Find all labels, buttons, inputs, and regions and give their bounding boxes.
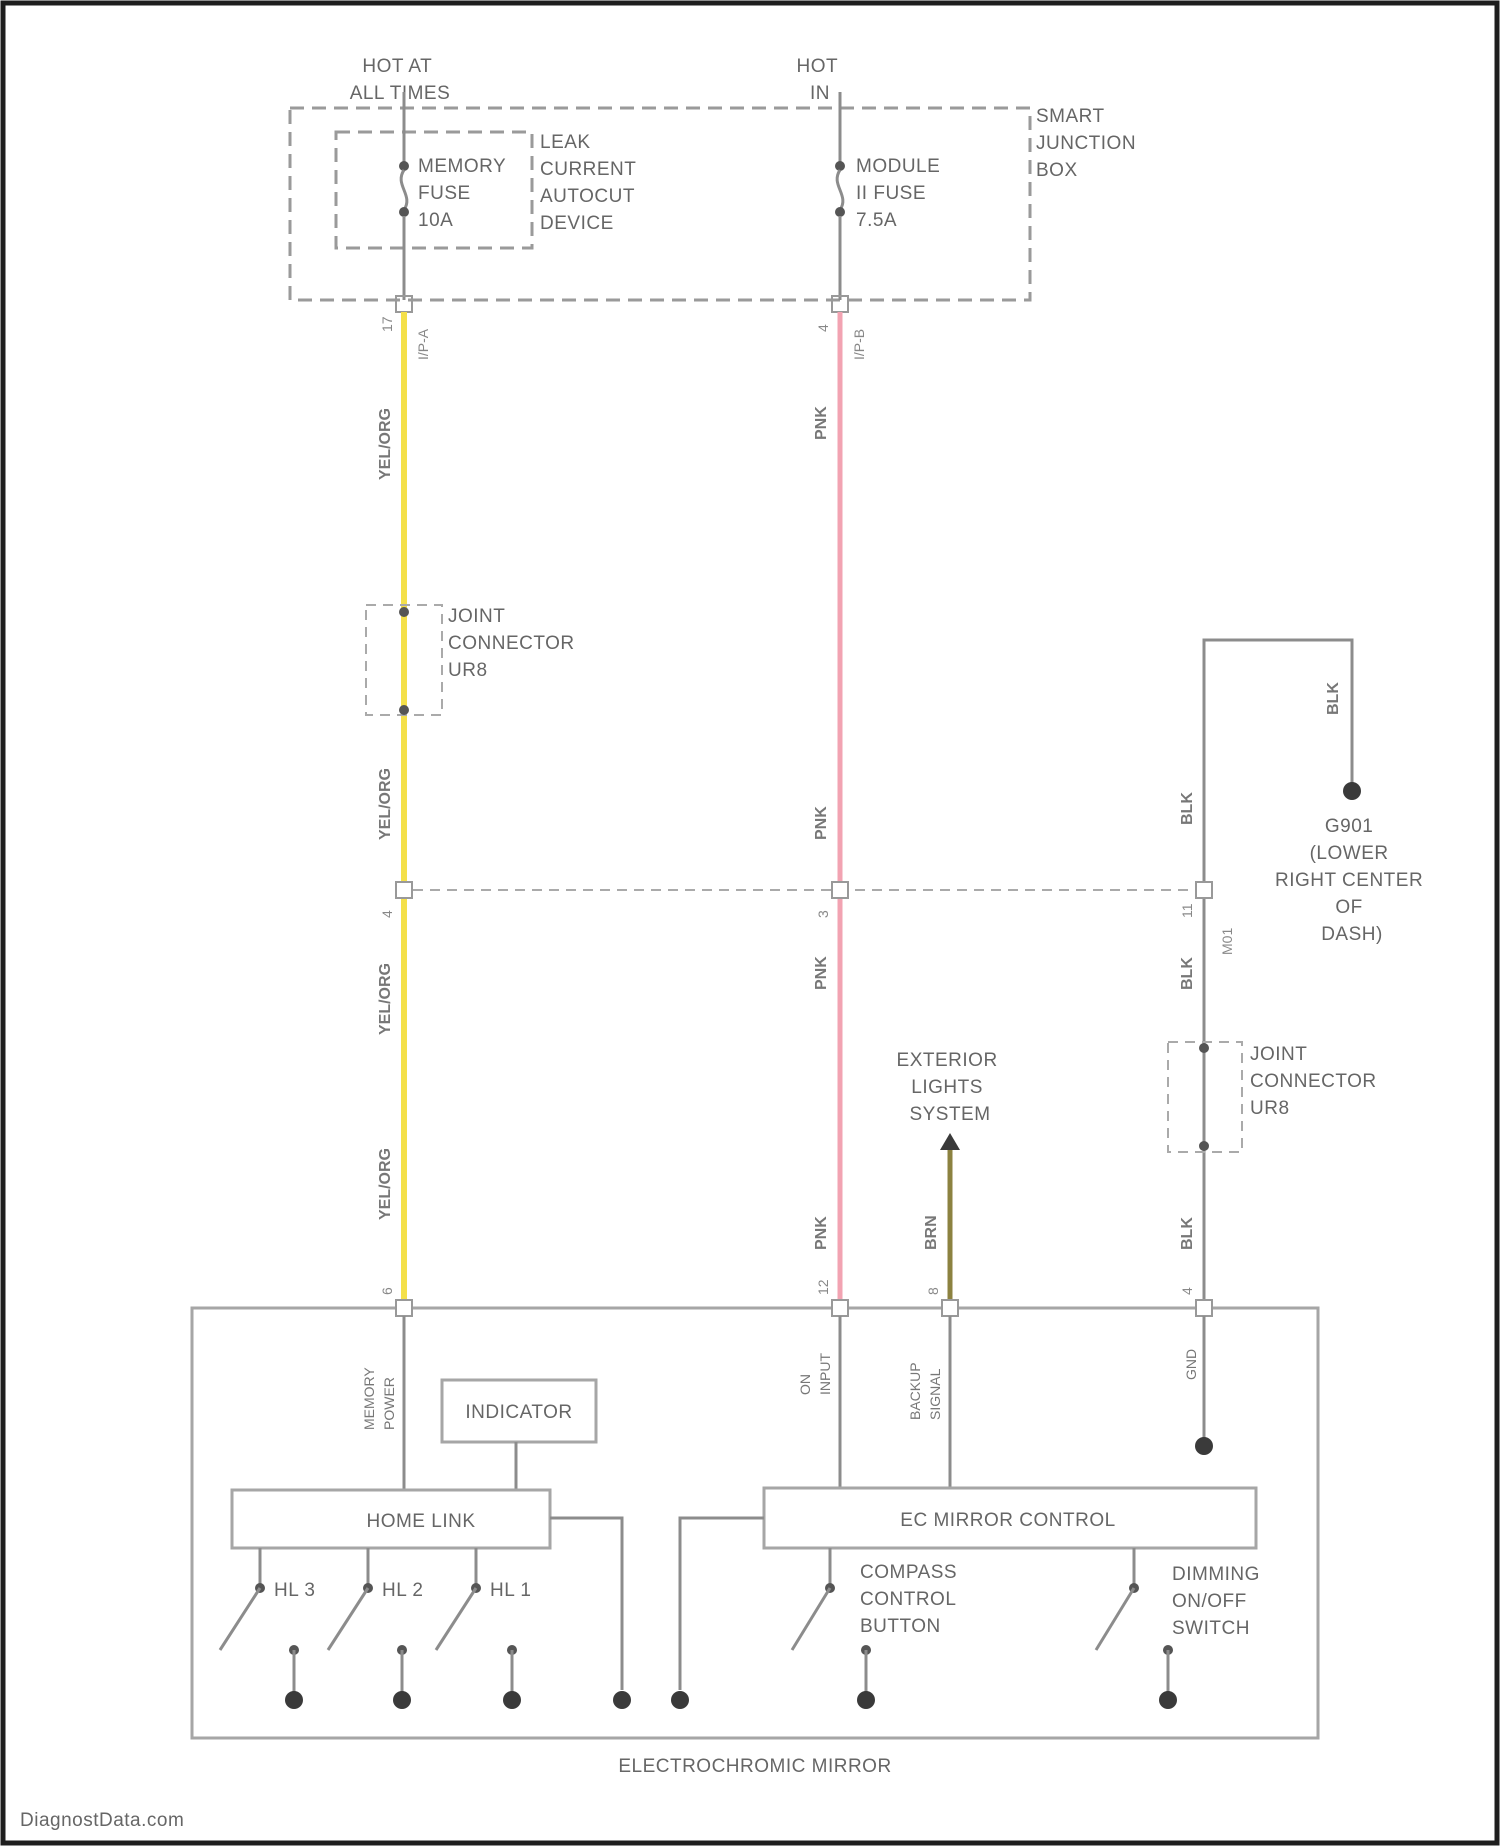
pin-label: M01: [1219, 928, 1235, 955]
mirror-connector-pin-4: [1196, 1300, 1212, 1316]
wire-label-blk-2: BLK: [1179, 792, 1196, 825]
module-fuse-terminal-top: [835, 161, 845, 171]
exterior-lights-label: EXTERIOR LIGHTS SYSTEM: [897, 1050, 1004, 1125]
home-link-ground-point: [613, 1691, 631, 1709]
hl1-switch-blade: [436, 1588, 476, 1650]
module-fuse-symbol: [837, 170, 843, 210]
memory-fuse-terminal-top: [399, 161, 409, 171]
smart-junction-box: [290, 108, 1030, 300]
hl2-ground-point: [393, 1691, 411, 1709]
wire-label-brn: BRN: [923, 1215, 940, 1250]
backup-signal-label: BACKUP: [907, 1362, 923, 1420]
gnd-label: GND: [1183, 1349, 1199, 1380]
indicator-label: INDICATOR: [465, 1402, 572, 1423]
connector-pnk-mid: [832, 882, 848, 898]
hl2-label: HL 2: [382, 1580, 423, 1601]
joint-connector-1-pin-top: [399, 607, 409, 617]
dimming-switch-label: DIMMING ON/OFF SWITCH: [1172, 1564, 1266, 1639]
ec-control-ground-point: [671, 1691, 689, 1709]
mirror-connector-pin-12: [832, 1300, 848, 1316]
pin-label: 11: [1179, 903, 1195, 918]
wire-label-yel-org-2: YEL/ORG: [377, 768, 394, 840]
ground-g901-label: G901 (LOWER RIGHT CENTER OF DASH): [1275, 816, 1429, 945]
ground-g901-point: [1343, 782, 1361, 800]
module-fuse-terminal-bottom: [835, 207, 845, 217]
hl1-label: HL 1: [490, 1580, 531, 1601]
gnd-internal-ground-point: [1195, 1437, 1213, 1455]
pin-label: 4: [379, 910, 395, 918]
leak-current-autocut-label: LEAK CURRENT AUTOCUT DEVICE: [540, 132, 642, 234]
hl2-switch-blade: [328, 1588, 368, 1650]
module-fuse-label: MODULE II FUSE 7.5A: [856, 156, 946, 231]
hot-in-label: HOT IN: [796, 56, 843, 104]
wire-blk: [1204, 640, 1352, 1305]
memory-fuse-label: MEMORY FUSE 10A: [418, 156, 512, 231]
wire-label-pnk-1: PNK: [813, 406, 830, 440]
wire-label-pnk-4: PNK: [813, 1216, 830, 1250]
exterior-lights-arrow-icon: [940, 1133, 960, 1150]
memory-fuse-symbol: [401, 170, 407, 210]
ec-control-ground-wire: [680, 1518, 764, 1690]
connector-blk-mid: [1196, 882, 1212, 898]
on-input-label-line2: INPUT: [817, 1353, 833, 1395]
pin-label: 4: [815, 324, 831, 332]
wire-label-blk-4: BLK: [1179, 1217, 1196, 1250]
hl3-label: HL 3: [274, 1580, 315, 1601]
pin-label: 17: [379, 316, 395, 332]
wire-label-blk-3: BLK: [1179, 957, 1196, 990]
compass-button-blade: [792, 1588, 830, 1650]
watermark: DiagnostData.com: [20, 1810, 184, 1831]
memory-power-label: MEMORY: [361, 1367, 377, 1430]
pin-label: 6: [379, 1287, 395, 1295]
pin-label: 8: [925, 1287, 941, 1295]
joint-connector-1-label: JOINT CONNECTOR UR8: [448, 606, 580, 681]
joint-connector-2-pin-top: [1199, 1043, 1209, 1053]
wire-label-pnk-3: PNK: [813, 956, 830, 990]
dimming-switch-ground-point: [1159, 1691, 1177, 1709]
hl3-ground-point: [285, 1691, 303, 1709]
hl1-ground-point: [503, 1691, 521, 1709]
compass-button-ground-point: [857, 1691, 875, 1709]
wire-label-yel-org-1: YEL/ORG: [377, 408, 394, 480]
pin-label: I/P-A: [415, 328, 431, 360]
wire-label-pnk-2: PNK: [813, 806, 830, 840]
wire-label-blk-1: BLK: [1325, 682, 1342, 715]
compass-button-label: COMPASS CONTROL BUTTON: [860, 1562, 963, 1637]
mirror-connector-pin-8: [942, 1300, 958, 1316]
home-link-ground-wire: [550, 1518, 622, 1690]
diagram-frame: [3, 3, 1497, 1843]
ec-mirror-control-label: EC MIRROR CONTROL: [900, 1510, 1115, 1531]
hot-at-all-times-label: HOT AT ALL TIMES: [350, 56, 451, 104]
wire-label-yel-org-3: YEL/ORG: [377, 963, 394, 1035]
home-link-label: HOME LINK: [366, 1511, 475, 1532]
memory-fuse-terminal-bottom: [399, 207, 409, 217]
backup-signal-label-line2: SIGNAL: [927, 1368, 943, 1420]
on-input-label: ON: [797, 1374, 813, 1395]
pin-label: 3: [815, 910, 831, 918]
memory-power-label-line2: POWER: [381, 1377, 397, 1430]
joint-connector-2-label: JOINT CONNECTOR UR8: [1250, 1044, 1382, 1119]
pin-label: 12: [815, 1279, 831, 1295]
wire-label-yel-org-4: YEL/ORG: [377, 1148, 394, 1220]
smart-junction-box-label: SMART JUNCTION BOX: [1036, 106, 1142, 181]
electrochromic-mirror-title: ELECTROCHROMIC MIRROR: [618, 1756, 891, 1777]
mirror-connector-pin-6: [396, 1300, 412, 1316]
dimming-switch-blade: [1096, 1588, 1134, 1650]
pin-label: I/P-B: [851, 329, 867, 360]
connector-yel-mid: [396, 882, 412, 898]
hl3-switch-blade: [220, 1588, 260, 1650]
pin-label: 4: [1179, 1287, 1195, 1295]
joint-connector-1-pin-bottom: [399, 705, 409, 715]
joint-connector-2-pin-bottom: [1199, 1141, 1209, 1151]
